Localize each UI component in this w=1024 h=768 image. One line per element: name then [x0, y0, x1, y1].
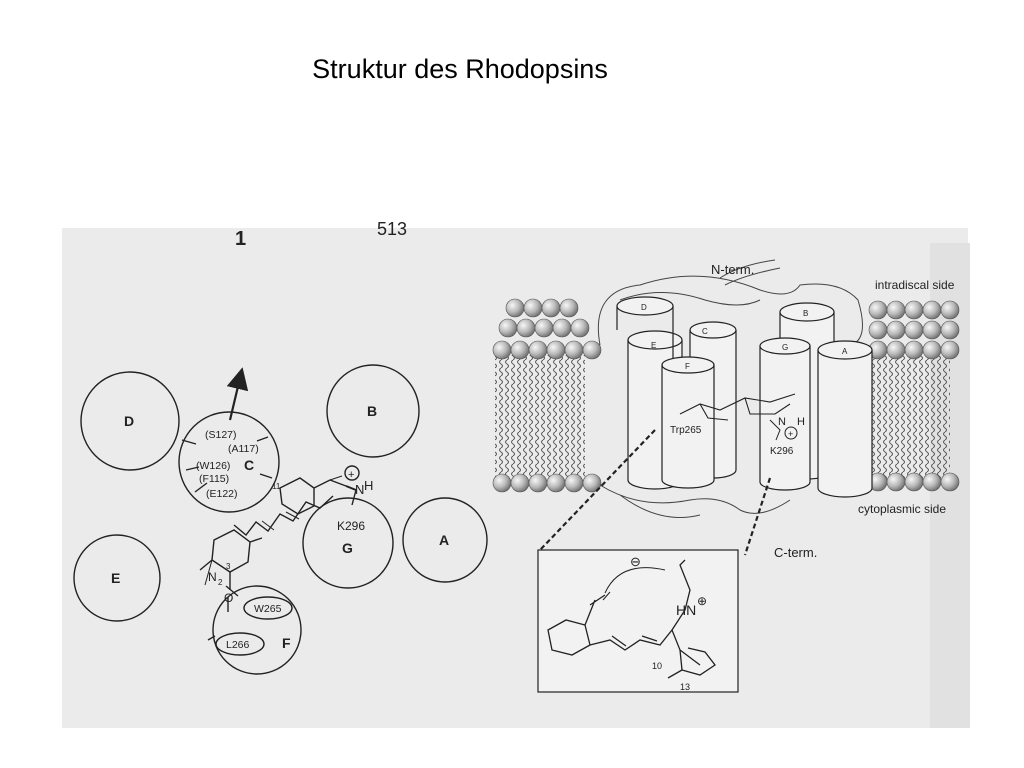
- helix-e-label: E: [111, 570, 120, 586]
- cylinder-f: [661, 356, 715, 489]
- cylinder-b-label: B: [803, 309, 808, 318]
- lipid-bilayer-right: [868, 300, 960, 492]
- k296-right-label: K296: [770, 446, 794, 457]
- helix-g-label: G: [342, 540, 353, 556]
- chem-hydrogen: H: [364, 478, 373, 493]
- n-term-label: N-term.: [711, 262, 754, 277]
- left-panel: [73, 364, 488, 675]
- residue-e122: (E122): [206, 488, 238, 500]
- residue-l266: L266: [226, 639, 250, 651]
- orientation-arrow: [226, 367, 249, 421]
- residue-f115: (F115): [199, 473, 229, 485]
- helix-d-label: D: [124, 413, 134, 429]
- chem-n2-sub: 2: [218, 578, 223, 587]
- chem-oxygen: O: [224, 591, 233, 605]
- helix-d-circle: [80, 371, 180, 471]
- chem-plus: +: [348, 469, 354, 481]
- trp265-label: Trp265: [670, 425, 702, 436]
- helix-b-circle: [326, 364, 420, 458]
- cylinder-a: [817, 340, 873, 498]
- cylinder-a-label: A: [842, 347, 848, 356]
- retinal-chain: [233, 495, 334, 537]
- helix-c-circle: [178, 411, 280, 513]
- cytoplasmic-loops: [599, 484, 791, 518]
- helix-a-circle: [402, 497, 488, 583]
- scan-header-partial: 513: [377, 219, 407, 239]
- nh-plus-label: +: [788, 429, 793, 439]
- extracellular-loops: [597, 275, 863, 346]
- helix-f-circle: [212, 585, 302, 675]
- nh-hydrogen-label: H: [797, 416, 805, 428]
- w265-ellipse: [243, 596, 293, 620]
- helix-e-circle: [73, 534, 161, 622]
- intradiscal-side-label: intradiscal side: [875, 278, 955, 292]
- cylinder-g-label: G: [782, 343, 788, 352]
- cylinder-f-label: F: [685, 362, 690, 371]
- helix-a-label: A: [439, 532, 449, 548]
- inset-c13-label: 13: [680, 682, 690, 692]
- chem-nitrogen: N: [355, 482, 364, 497]
- slide-title: Struktur des Rhodopsins: [312, 54, 608, 84]
- inset-c10-label: 10: [652, 661, 662, 671]
- right-panel: [492, 259, 960, 693]
- l266-ellipse: [215, 632, 265, 656]
- chem-n2: N: [208, 570, 217, 584]
- residue-w126: (W126): [196, 460, 230, 472]
- residue-a117: (A117): [228, 443, 259, 455]
- retinal-in-pocket: [679, 393, 796, 421]
- nh-nitrogen-label: N: [778, 416, 786, 428]
- chem-c11: 11: [272, 482, 281, 491]
- residue-s127: (S127): [205, 429, 237, 441]
- cylinder-e-label: E: [651, 341, 656, 350]
- chem-c3: 3: [226, 562, 231, 571]
- cytoplasmic-side-label: cytoplasmic side: [858, 502, 946, 516]
- inset-minus-label: ⊖: [630, 554, 641, 569]
- residue-k296-left: K296: [337, 519, 365, 533]
- zoom-line-right: [743, 477, 772, 556]
- n-term-chain: [719, 259, 781, 286]
- inset-hn-label: HN: [676, 602, 696, 618]
- scan-header-digit: 1: [235, 228, 246, 250]
- helix-g-circle: [302, 497, 394, 589]
- cylinder-g: [759, 337, 811, 491]
- inset-retinal-structure: [547, 559, 716, 679]
- helix-f-label: F: [282, 635, 291, 651]
- c-term-label: C-term.: [774, 545, 817, 560]
- cylinder-d-label: D: [641, 303, 647, 312]
- helix-b-label: B: [367, 403, 377, 419]
- cylinder-c-label: C: [702, 327, 708, 336]
- inset-plus-label: ⊕: [697, 594, 707, 608]
- helix-c-label: C: [244, 457, 254, 473]
- lipid-bilayer-left: [492, 298, 602, 493]
- zoom-line-left: [539, 429, 656, 551]
- residue-w265: W265: [254, 603, 282, 615]
